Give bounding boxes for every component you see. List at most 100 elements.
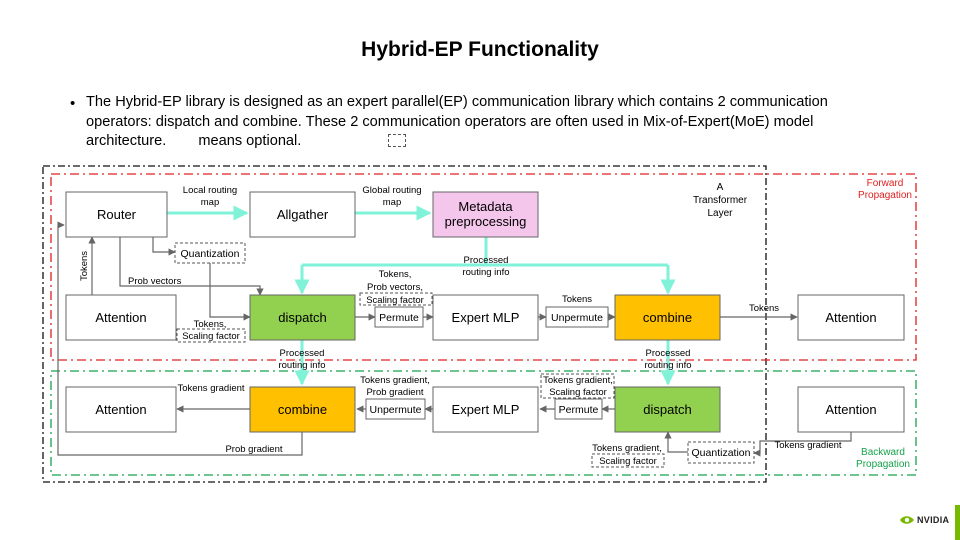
nvidia-eye-icon: [900, 516, 914, 524]
intro-bullet: The Hybrid-EP library is designed as an …: [86, 93, 866, 152]
combine-label-bwd: combine: [278, 402, 327, 417]
local-routing-label-1: Local routing: [183, 185, 237, 196]
combine-box-bwd: [249, 386, 356, 433]
metadata-box: [432, 191, 539, 238]
unpermute-label-fwd: Unpermute: [551, 312, 603, 324]
attention-box-fwd-out: [797, 294, 905, 341]
transformer-layer-frame: [42, 165, 767, 483]
attention-label-bwd-in: Attention: [825, 402, 876, 417]
processed-routing-top-1: Processed: [464, 255, 509, 266]
expert-mlp-label-bwd: Expert MLP: [452, 402, 520, 417]
combine-box-fwd: [614, 294, 721, 341]
global-routing-label-1: Global routing: [362, 185, 421, 196]
tg-prob-gradient-1: Tokens gradient,: [360, 375, 430, 386]
expert-mlp-label-fwd: Expert MLP: [452, 310, 520, 325]
optional-box-tg-scaling-top: [540, 373, 615, 399]
tg-scaling-bottom-2: Scaling factor: [599, 456, 657, 467]
unpermute-box-fwd: [545, 306, 609, 328]
permute-box-bwd: [554, 398, 603, 420]
dispatch-label-bwd: dispatch: [643, 402, 691, 417]
forward-propagation-frame: [50, 173, 917, 361]
expert-mlp-box-bwd: [432, 386, 539, 433]
router-box: [65, 191, 168, 238]
local-routing-label-2: map: [201, 197, 219, 208]
forward-label-line-2: Propagation: [858, 190, 912, 201]
tokens-prob-scaling-1: Tokens,: [379, 269, 412, 280]
permute-label-bwd: Permute: [559, 404, 599, 416]
quantization-box-bwd: [687, 441, 755, 464]
allgather-label: Allgather: [277, 207, 329, 222]
quantization-label-bwd: Quantization: [692, 447, 751, 459]
bullet-line-1: The Hybrid-EP library is designed as an …: [86, 94, 828, 110]
layer-label-line-2: Transformer: [693, 195, 748, 206]
processed-routing-top-2: routing info: [462, 267, 509, 278]
optional-box-scaling-fwd: [359, 292, 433, 306]
optional-legend-box: [388, 134, 406, 147]
nvidia-wordmark: NVIDIA: [917, 515, 950, 525]
prob-gradient-label: Prob gradient: [225, 444, 282, 455]
tg-scaling-top-1: Tokens gradient,: [543, 375, 613, 386]
tg-scaling-bottom-1: Tokens gradient,: [592, 443, 662, 454]
bullet-line-3-a: architecture.: [86, 133, 167, 149]
corner-accent-bar: [955, 505, 960, 540]
allgather-box: [249, 191, 356, 238]
tokens-scaling-2: Scaling factor: [182, 331, 240, 342]
tokens-gradient-label-right: Tokens gradient: [774, 440, 841, 451]
unpermute-label-bwd: Unpermute: [370, 404, 422, 416]
bullet-marker: •: [70, 95, 76, 112]
dispatch-label-fwd: dispatch: [278, 310, 326, 325]
processed-routing-right-2: routing info: [644, 360, 691, 371]
quantization-label-fwd: Quantization: [181, 248, 240, 260]
attention-box-fwd-in: [65, 294, 177, 341]
dispatch-box-fwd: [249, 294, 356, 341]
arrow-quantization-to-dispatch-bwd: [664, 431, 688, 453]
tg-scaling-top-2: Scaling factor: [549, 387, 607, 398]
attention-label-fwd-in: Attention: [95, 310, 146, 325]
layer-label-line-1: A: [717, 182, 724, 193]
bullet-line-3: architecture. means optional.: [86, 132, 866, 152]
unpermute-box-bwd: [365, 398, 426, 420]
attention-label-fwd-out: Attention: [825, 310, 876, 325]
bullet-line-3-b: means optional.: [198, 133, 302, 149]
optional-box-scaling-dispatch-in: [176, 328, 246, 343]
global-routing-label-2: map: [383, 197, 401, 208]
backward-propagation-frame: [50, 370, 917, 476]
processed-routing-left-2: routing info: [278, 360, 325, 371]
expert-mlp-box-fwd: [432, 294, 539, 341]
arrow-prob-gradient-to-router: [57, 221, 303, 456]
metadata-label-line-1: Metadata: [458, 199, 513, 214]
attention-box-bwd-out: [65, 386, 177, 433]
arrow-quantization-to-dispatch: [209, 263, 251, 321]
tokens-prob-scaling-2: Prob vectors,: [367, 282, 423, 293]
attention-box-bwd-in: [797, 386, 905, 433]
processed-routing-right-1: Processed: [646, 348, 691, 359]
page-title: Hybrid-EP Functionality: [361, 38, 599, 61]
tokens-label-unpermute: Tokens: [562, 294, 592, 305]
nvidia-logo: NVIDIA: [900, 515, 949, 525]
combine-label-fwd: combine: [643, 310, 692, 325]
permute-label-fwd: Permute: [379, 312, 419, 324]
arrow-router-to-quantization: [152, 237, 176, 256]
arrow-prob-vectors-to-dispatch: [119, 237, 264, 296]
tokens-scaling-1: Tokens,: [194, 319, 227, 330]
forward-label-line-1: Forward: [867, 178, 904, 189]
metadata-label-line-2: preprocessing: [445, 214, 527, 229]
dispatch-box-bwd: [614, 386, 721, 433]
processed-routing-left-1: Processed: [280, 348, 325, 359]
tokens-gradient-label-left: Tokens gradient: [177, 383, 244, 394]
bullet-line-2: operators: dispatch and combine. These 2…: [86, 113, 814, 130]
router-label: Router: [97, 207, 137, 222]
backward-label-line-1: Backward: [861, 447, 905, 458]
tokens-label-attention: Tokens: [749, 303, 779, 314]
tokens-prob-scaling-3: Scaling factor: [366, 295, 424, 306]
layer-label-line-3: Layer: [707, 208, 733, 219]
tokens-vertical-label: Tokens: [79, 251, 90, 281]
attention-label-bwd-out: Attention: [95, 402, 146, 417]
arrow-grad-to-quantization: [753, 432, 852, 457]
permute-box-fwd: [374, 306, 424, 328]
prob-vectors-label: Prob vectors: [128, 276, 182, 287]
tg-prob-gradient-2: Prob gradient: [366, 387, 423, 398]
backward-label-line-2: Propagation: [856, 459, 910, 470]
quantization-box-fwd: [174, 242, 246, 264]
